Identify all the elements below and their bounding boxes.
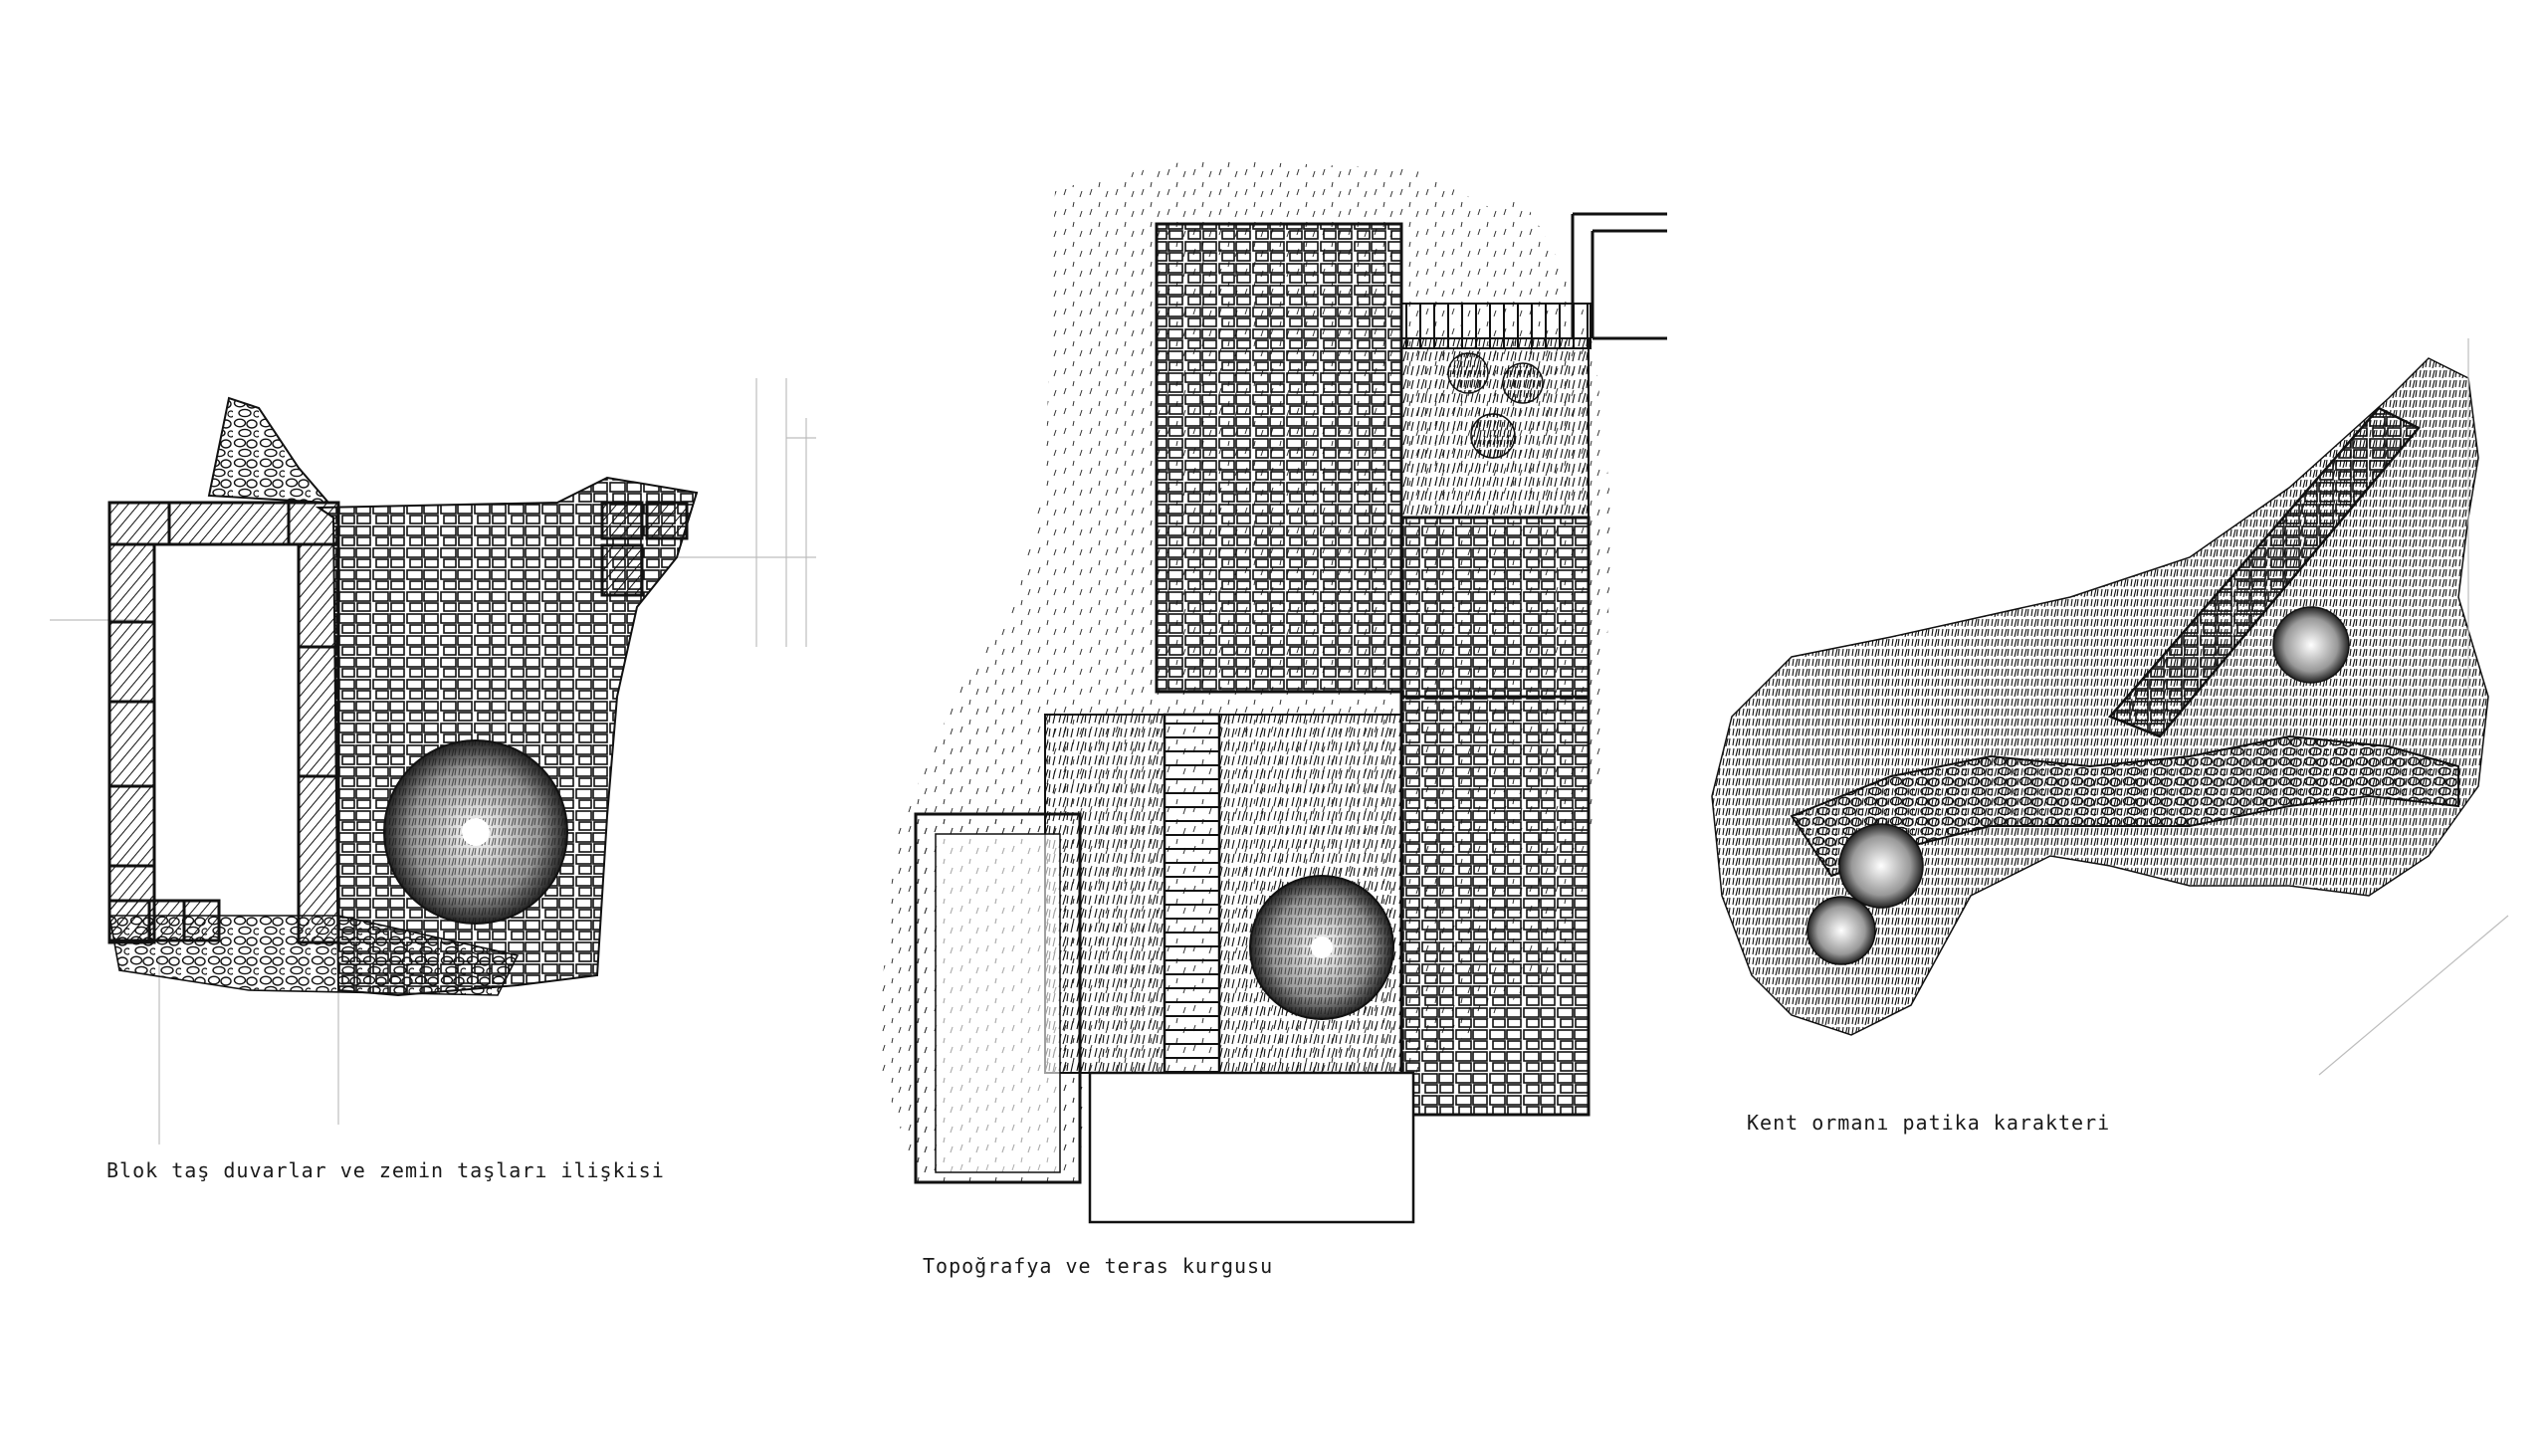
small-shrubs bbox=[1447, 352, 1544, 459]
paved-column bbox=[1155, 222, 1403, 694]
central-stair bbox=[1163, 713, 1221, 1075]
caption-block-stone-walls: Blok taş duvarlar ve zemin taşları ilişk… bbox=[106, 1158, 665, 1182]
shrub-plan-2 bbox=[1249, 875, 1394, 1020]
paved-block-right bbox=[1399, 516, 1591, 699]
forest-trees bbox=[1806, 606, 2350, 965]
forest-path bbox=[1790, 734, 2459, 878]
bottom-void bbox=[1088, 1071, 1415, 1224]
block-joints bbox=[109, 503, 338, 940]
caption-topography-terraces: Topoğrafya ve teras kurgusu bbox=[923, 1254, 1274, 1278]
stairs-upper bbox=[1400, 303, 1592, 349]
shrub-plan-1 bbox=[383, 739, 568, 925]
caption-forest-path: Kent ormanı patika karakteri bbox=[1747, 1111, 2111, 1135]
terrace-lower-left-inner bbox=[935, 833, 1061, 1173]
paved-block-right-lower bbox=[1399, 695, 1591, 1117]
section-hint-lines bbox=[2318, 338, 2509, 1076]
rubble-mound bbox=[207, 396, 331, 505]
diagonal-stone-wall bbox=[2107, 406, 2421, 738]
top-right-corner-wall bbox=[1571, 212, 1667, 340]
block-wall-frame bbox=[107, 501, 689, 944]
